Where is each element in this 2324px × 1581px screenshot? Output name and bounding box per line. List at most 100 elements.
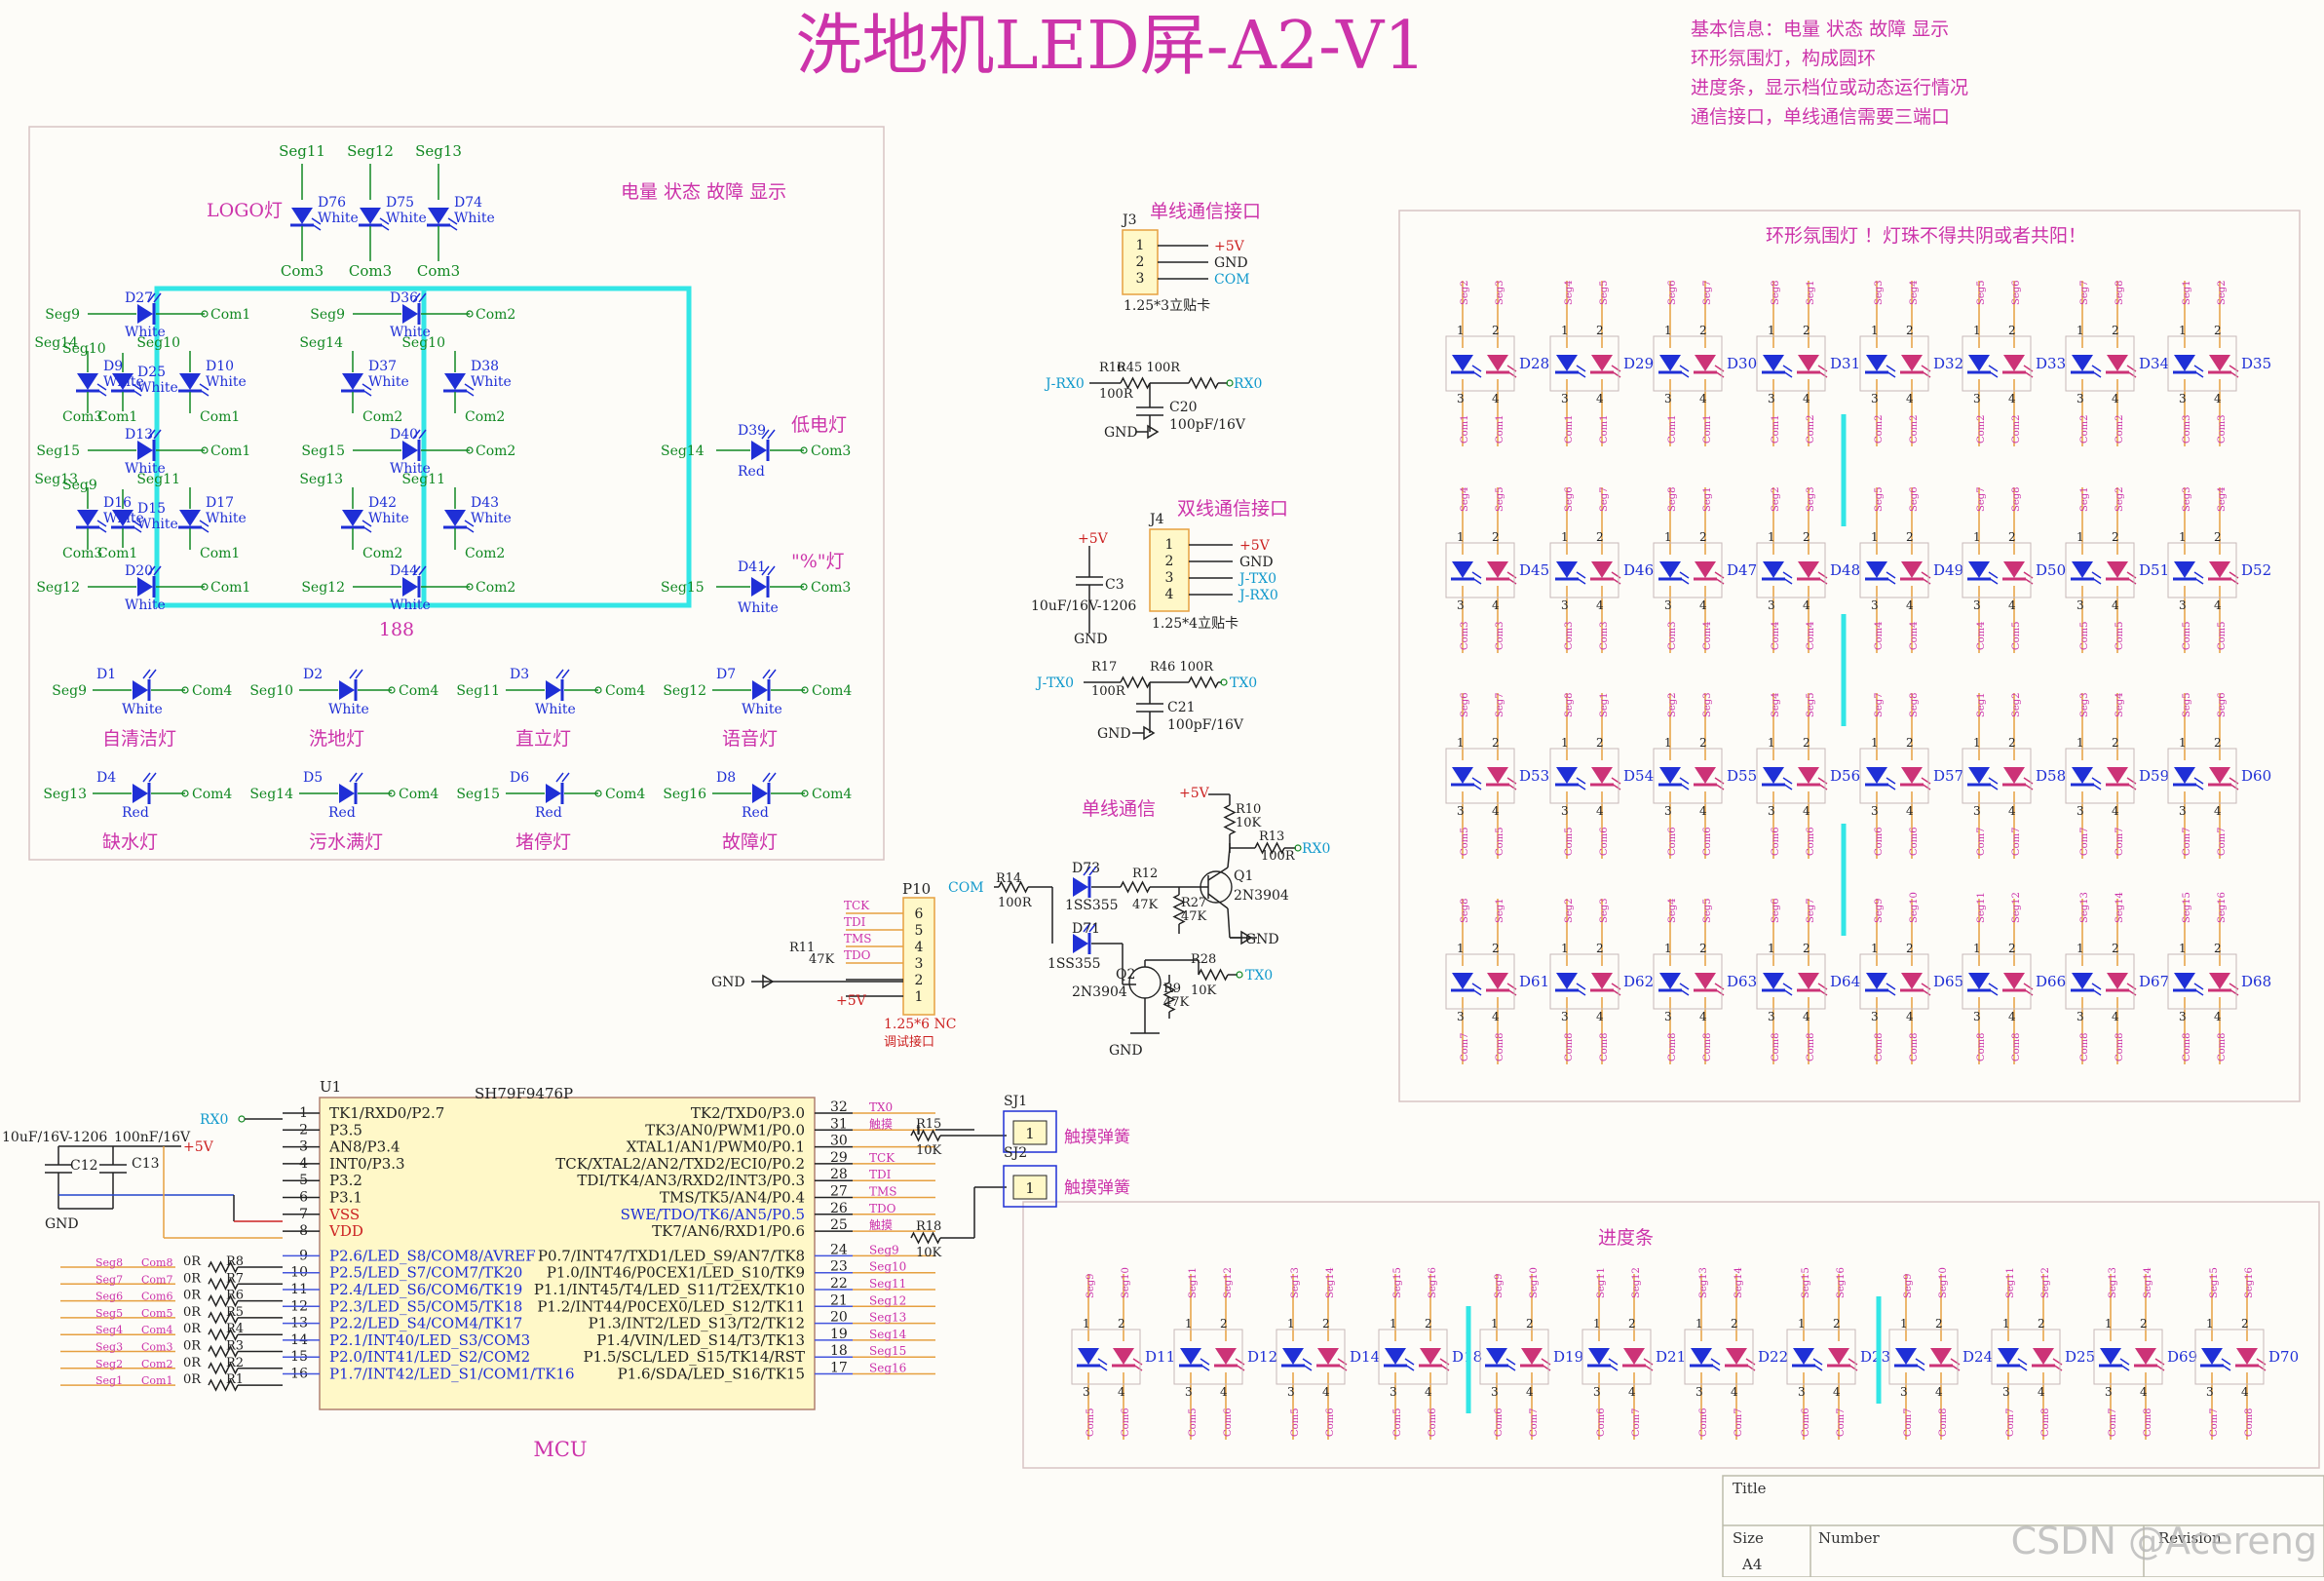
note-line: 基本信息：电量 状态 故障 显示 [1691,19,1949,40]
led-rays [1506,1359,1515,1370]
led-rays [1507,983,1516,995]
led-rays [1746,1359,1755,1370]
led-rays [763,670,776,678]
pin-number: 1 [2105,1317,2113,1330]
led-triangle [2209,767,2230,784]
led-symbol [1762,561,1792,584]
seg-pin: Seg13 [43,787,87,802]
pin-number: 3 [1664,804,1672,818]
seg-pin: Seg10 [62,341,106,357]
value: 47K [1132,898,1159,912]
led-triangle [2209,561,2230,578]
com-pin: Com6 [1667,827,1678,856]
status-light-name: 语音灯 [722,728,778,750]
led-symbol [1590,355,1620,377]
value: 100R [1261,849,1296,864]
power-label: +5V [183,1139,214,1155]
led-symbol [2106,561,2136,584]
led-ref: D44 [390,563,418,579]
pin-number: 3 [1664,1010,1672,1023]
pin-number: 3 [1768,1010,1775,1023]
led-package [1860,543,1928,598]
pin-number: 1 [1900,1317,1908,1330]
value: 47K [1163,995,1190,1010]
pin-name: P1.3/INT2/LED_S13/T2/TK12 [589,1315,805,1332]
com-pin: Com4 [1702,621,1713,650]
led-triangle [1073,877,1088,897]
led-rays [1680,983,1689,995]
pin-number: 2 [1628,1317,1636,1330]
led-rays [2194,983,2203,995]
pin-number: 2 [2008,324,2016,337]
pin-number: 4 [1628,1385,1636,1399]
led-symbol [341,373,371,396]
led-triangle [1726,1348,1747,1365]
led-triangle [2174,973,2195,989]
led-package [2168,336,2236,391]
power-label: +5V [1078,531,1109,547]
pin-number: 1 [1871,942,1879,955]
seg-pin: Seg8 [1564,692,1575,717]
led-triangle [1695,561,1716,578]
com-pin: Com3 [2217,414,2228,443]
seg-pin: Seg15 [2182,892,2192,923]
led-triangle [1901,355,1923,371]
pin-number: 2 [1596,736,1604,750]
led-triangle [1866,561,1887,578]
led-triangle [1895,1348,1917,1365]
pin-number: 4 [1425,1385,1432,1399]
led-rays [1783,366,1792,377]
digit-label: 188 [379,619,414,640]
com-pin: Com4 [605,683,645,699]
led-symbol [1690,1348,1720,1370]
pin-number: 2 [1699,530,1707,544]
ref: C13 [132,1156,160,1172]
gnd-label: GND [1104,425,1138,441]
seg-pin: Seg3 [1702,692,1713,717]
net-label: Seg4 [95,1324,123,1336]
pin-name: TK1/RXD0/P2.7 [329,1104,444,1122]
led-rays [1612,572,1620,584]
led-rays [2120,1359,2129,1370]
seg-pin: Seg16 [1428,1267,1438,1298]
com-pin: Com8 [1771,1032,1781,1061]
led-rays [1472,572,1481,584]
seg-pin: Seg14 [299,335,343,351]
com-pin: Com6 [1428,1407,1438,1437]
led-symbol [1900,767,1930,790]
led-package [1446,749,1514,803]
com-pin: Com4 [192,787,232,802]
pin-number: 1 [2076,736,2084,750]
net-label: 触摸 [869,1117,893,1131]
led-symbol [546,670,569,701]
com-pin: Com6 [1698,1407,1709,1437]
pin-number: 4 [1699,598,1707,612]
led-ref: D61 [1519,973,1549,990]
connector-note: 1.25*4立贴卡 [1152,616,1238,632]
seg-pin: Seg8 [2011,486,2022,512]
connector-ref: J4 [1148,512,1164,527]
led-symbol [1451,767,1481,790]
led-package [1379,1330,1447,1384]
seg-pin: Seg15 [301,443,345,459]
seg-pin: Seg9 [62,478,97,493]
seg-label: Seg13 [415,142,462,160]
led-rays [1989,572,1998,584]
led-color: White [206,374,247,390]
led-package [1654,336,1722,391]
led-ref: D39 [738,423,766,439]
led-package [2066,954,2134,1009]
status-light-name: 故障灯 [722,831,778,853]
pin-number: 1 [1165,537,1174,553]
pin-number: 4 [1118,1385,1125,1399]
com-pin: Com7 [2217,827,2228,856]
pin-number: 2 [1803,942,1810,955]
led-symbol [2071,561,2101,584]
led-rays [2024,366,2033,377]
led-rays [1542,1359,1550,1370]
led-triangle [1866,355,1887,371]
pin-name: SWE/TDO/TK6/AN5/P0.5 [621,1206,805,1223]
net-label: TDI [844,915,866,929]
com-pin: Com5 [1495,827,1505,856]
